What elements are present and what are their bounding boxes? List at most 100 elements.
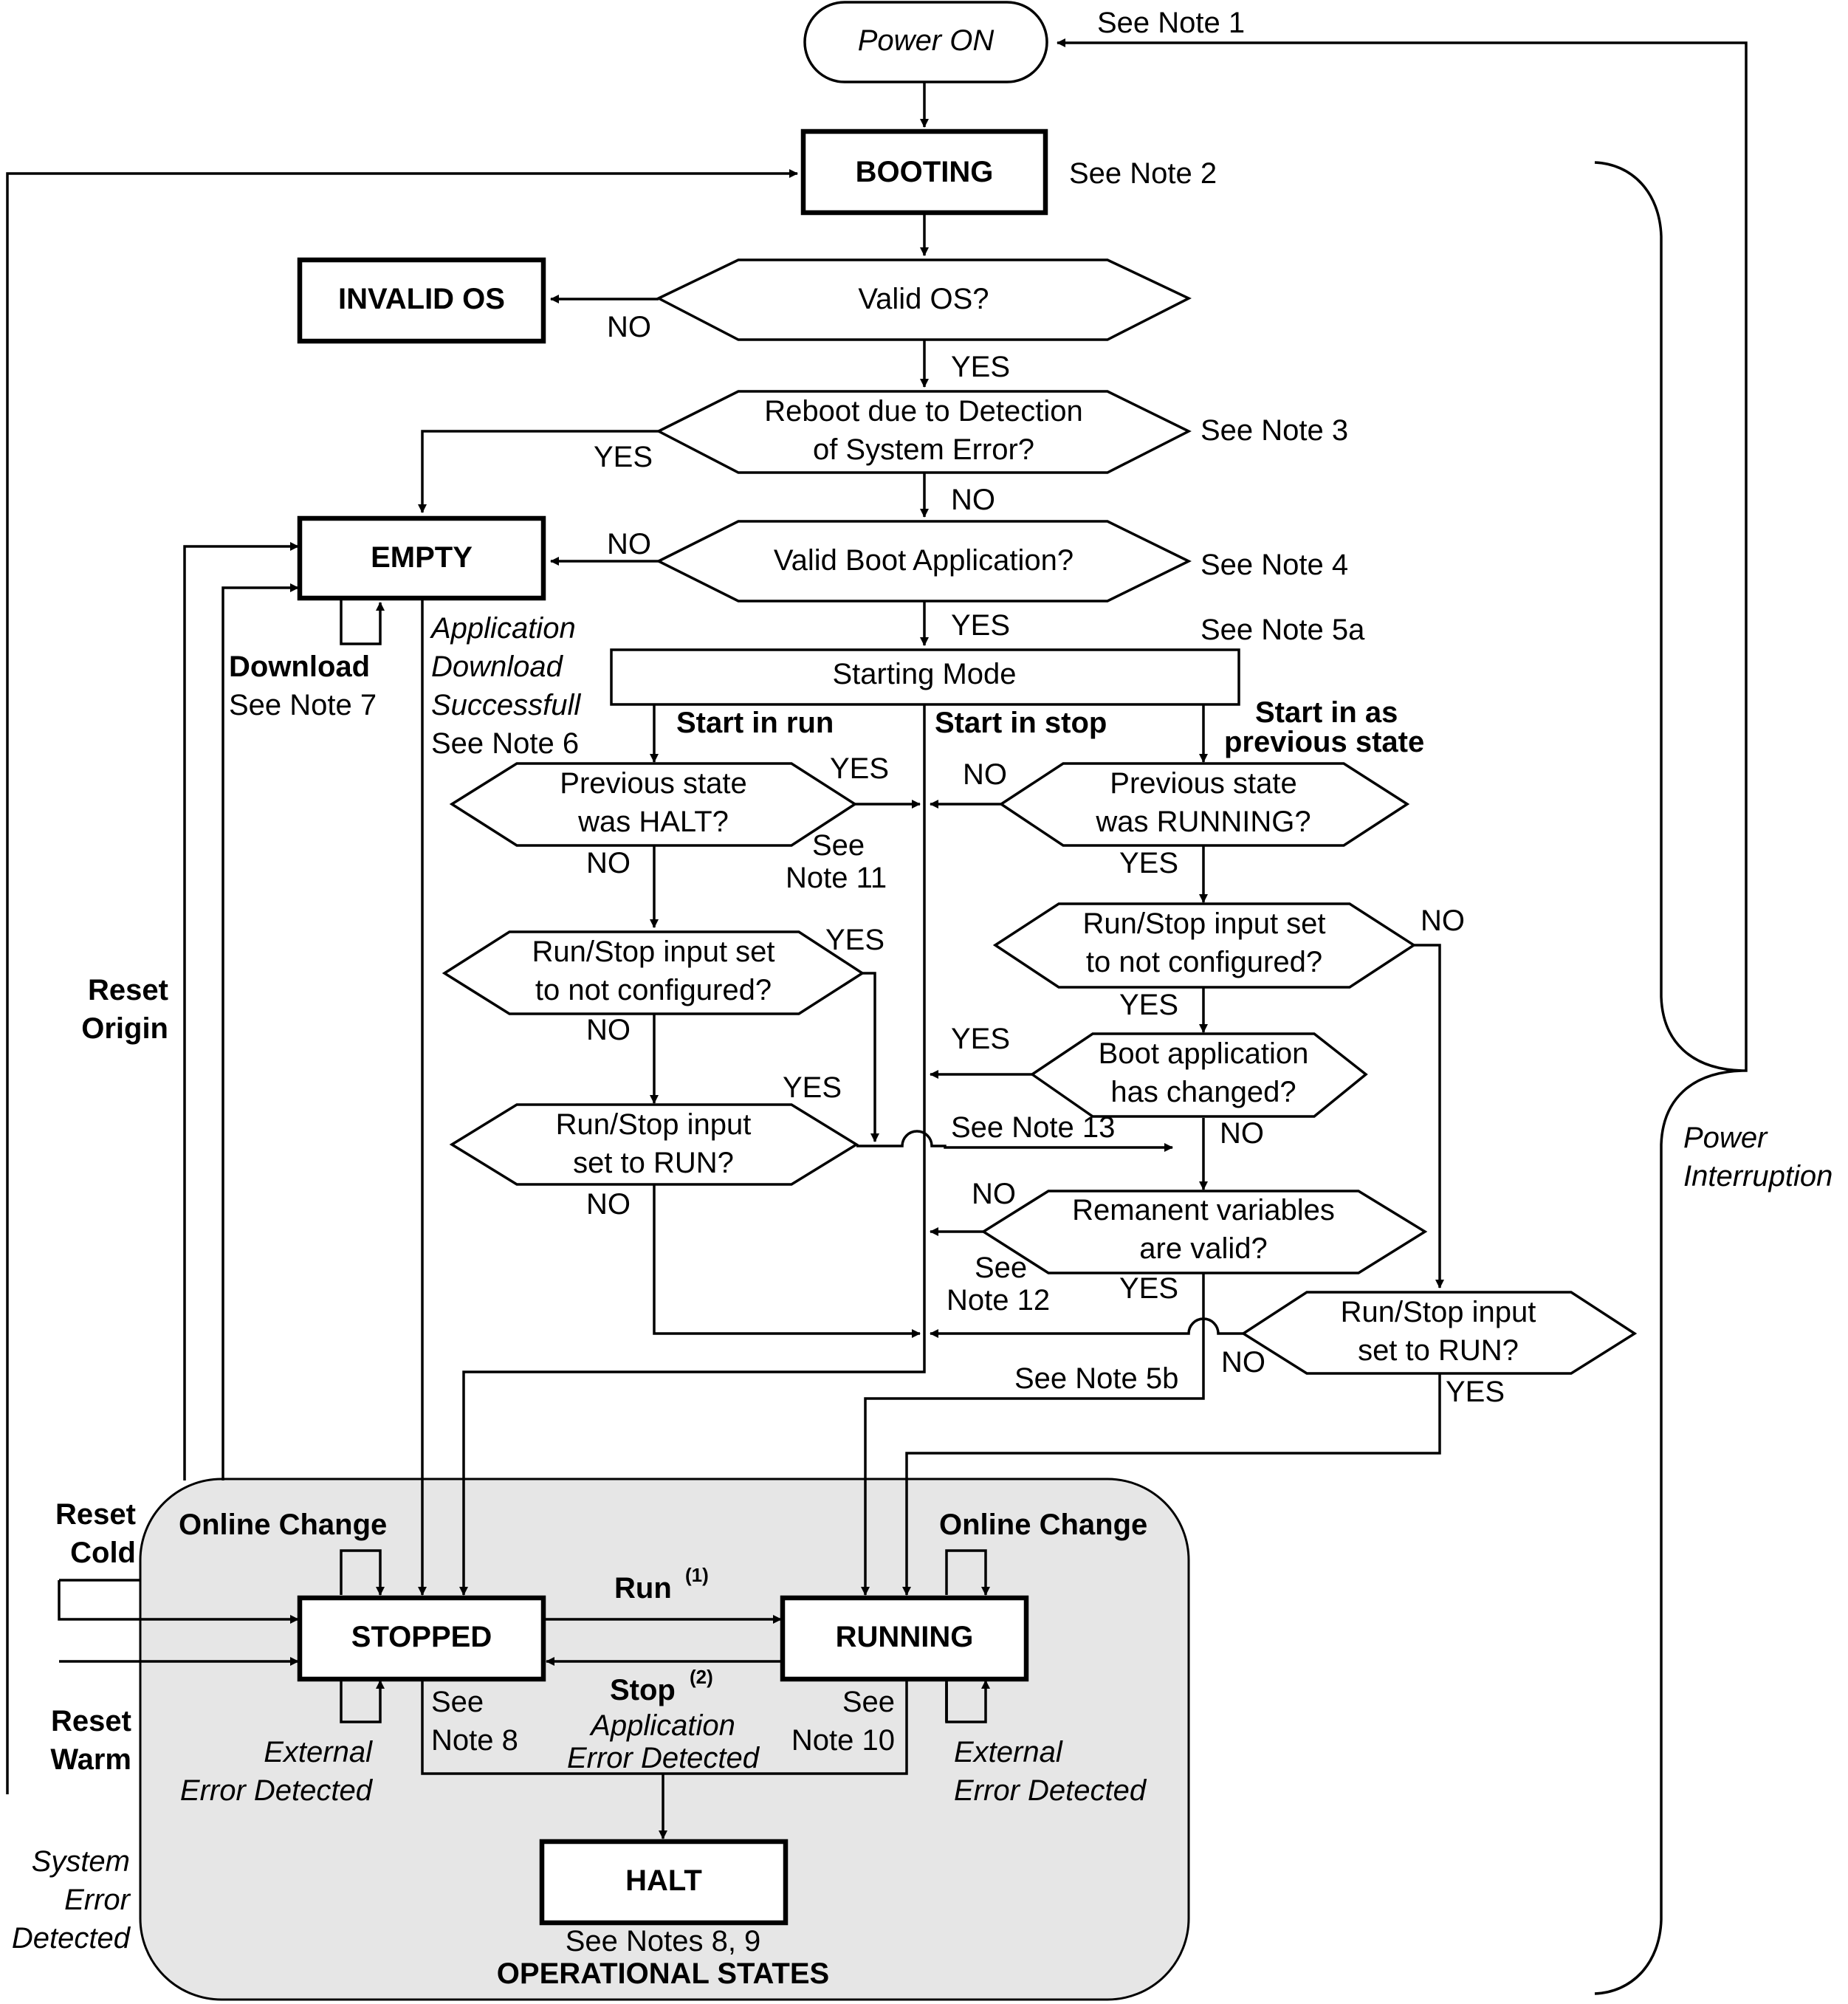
app-dl-label-3: Successfull bbox=[431, 689, 581, 721]
reset-warm-label-2: Warm bbox=[50, 1743, 131, 1776]
empty-state bbox=[297, 515, 546, 601]
rs-run-right-decision bbox=[1240, 1291, 1638, 1375]
no-label-rs-notconf-left: NO bbox=[586, 1014, 631, 1046]
reboot-decision bbox=[656, 390, 1192, 474]
start-in-run-label: Start in run bbox=[676, 707, 834, 739]
see-note-10-label-2: Note 10 bbox=[791, 1724, 895, 1757]
app-err-label-1: Application bbox=[589, 1709, 735, 1742]
rs-notconf-left-label-1: Run/Stop input set bbox=[532, 936, 774, 968]
no-label-remanent: NO bbox=[972, 1178, 1016, 1210]
boot-changed-label-2: has changed? bbox=[1110, 1076, 1296, 1108]
prev-halt-label-2: was HALT? bbox=[577, 806, 729, 838]
yes-label-remanent: YES bbox=[1119, 1272, 1178, 1305]
yes-label-prev-halt: YES bbox=[830, 752, 889, 785]
see-note-11-label-2: Note 11 bbox=[786, 862, 887, 894]
running-label: RUNNING bbox=[836, 1621, 974, 1653]
halt-label: HALT bbox=[625, 1864, 702, 1897]
reset-cold-label-2: Cold bbox=[70, 1537, 136, 1569]
reboot-label-1: Reboot due to Detection bbox=[764, 395, 1082, 428]
start-in-stop-label: Start in stop bbox=[935, 707, 1107, 739]
see-note-11-label-1: See bbox=[812, 829, 865, 862]
starting-mode-label: Starting Mode bbox=[832, 658, 1016, 690]
no-label-prev-running: NO bbox=[963, 758, 1007, 791]
no-label-prev-halt: NO bbox=[586, 847, 631, 879]
rs-run-left-decision bbox=[449, 1103, 859, 1186]
stop-sup-label: (2) bbox=[690, 1666, 713, 1688]
reset-origin-label-2: Origin bbox=[81, 1012, 168, 1045]
see-note-10-label-1: See bbox=[842, 1686, 895, 1718]
power-on-label: Power ON bbox=[858, 24, 995, 57]
halt-state bbox=[539, 1839, 789, 1926]
reboot-label-2: of System Error? bbox=[813, 433, 1034, 466]
stopped-state bbox=[297, 1595, 546, 1682]
running-state bbox=[780, 1595, 1029, 1682]
yes-label-rs-run-right: YES bbox=[1446, 1376, 1505, 1408]
rs-notconf-right-label-2: to not configured? bbox=[1086, 946, 1322, 978]
see-note-5b-label: See Note 5b bbox=[1014, 1362, 1178, 1395]
download-label: Download bbox=[229, 651, 370, 683]
valid-boot-label: Valid Boot Application? bbox=[774, 544, 1074, 577]
sys-err-label-1: System bbox=[32, 1845, 130, 1878]
rs-run-left-label-1: Run/Stop input bbox=[556, 1108, 752, 1141]
no-label-reboot: NO bbox=[951, 484, 995, 516]
ext-err-right-label-1: External bbox=[954, 1736, 1063, 1768]
power-interruption-brace bbox=[1594, 161, 1743, 1995]
app-dl-label-2: Download bbox=[431, 651, 564, 683]
yes-label-prev-running: YES bbox=[1119, 847, 1178, 879]
connector-lines bbox=[6, 38, 1748, 1839]
no-label-rs-notconf-right: NO bbox=[1421, 905, 1465, 937]
no-label-valid-os: NO bbox=[607, 311, 651, 343]
yes-label-rs-run-left: YES bbox=[783, 1071, 842, 1104]
empty-label: EMPTY bbox=[371, 541, 473, 574]
online-change-right-label: Online Change bbox=[939, 1509, 1147, 1541]
power-on-terminal bbox=[803, 1, 1048, 83]
yes-label-valid-os: YES bbox=[951, 351, 1010, 383]
see-note-8-label-2: Note 8 bbox=[431, 1724, 518, 1757]
see-note-5a-label: See Note 5a bbox=[1200, 614, 1365, 646]
remanent-label-1: Remanent variables bbox=[1072, 1194, 1335, 1226]
remanent-decision bbox=[980, 1190, 1428, 1274]
power-int-label-2: Interruption bbox=[1683, 1160, 1832, 1193]
run-sup-label: (1) bbox=[685, 1564, 709, 1586]
rs-run-right-label-2: set to RUN? bbox=[1358, 1334, 1519, 1367]
rs-run-right-label-1: Run/Stop input bbox=[1341, 1296, 1536, 1328]
start-prev-label-1: Start in as bbox=[1255, 696, 1398, 729]
yes-label-reboot: YES bbox=[594, 441, 653, 473]
boot-changed-label-1: Boot application bbox=[1099, 1037, 1309, 1070]
no-label-rs-run-right: NO bbox=[1221, 1346, 1265, 1379]
labels: Power ON See Note 1 BOOTING See Note 2 I… bbox=[12, 7, 1832, 1990]
no-label-valid-boot: NO bbox=[607, 528, 651, 560]
booting-state bbox=[800, 128, 1048, 216]
run-label: Run bbox=[614, 1572, 672, 1605]
prev-running-decision bbox=[998, 762, 1410, 847]
yes-label-rs-notconf-left: YES bbox=[825, 924, 885, 956]
prev-halt-label-1: Previous state bbox=[560, 767, 746, 800]
rs-notconf-left-label-2: to not configured? bbox=[535, 974, 772, 1006]
rs-notconf-right-decision bbox=[992, 902, 1417, 989]
see-note-8-label-1: See bbox=[431, 1686, 484, 1718]
no-label-boot-changed: NO bbox=[1220, 1117, 1264, 1150]
boot-changed-decision bbox=[1029, 1032, 1368, 1118]
see-note-13-label: See Note 13 bbox=[951, 1111, 1115, 1144]
see-note-6-label: See Note 6 bbox=[431, 727, 579, 760]
valid-os-decision bbox=[656, 258, 1192, 341]
yes-label-valid-boot: YES bbox=[951, 609, 1010, 642]
see-note-3-label: See Note 3 bbox=[1200, 414, 1348, 447]
valid-boot-decision bbox=[656, 520, 1192, 603]
rs-run-left-label-2: set to RUN? bbox=[573, 1147, 734, 1179]
see-notes-8-9-label: See Notes 8, 9 bbox=[566, 1925, 761, 1957]
start-prev-label-2: previous state bbox=[1224, 726, 1424, 758]
valid-os-label: Valid OS? bbox=[858, 283, 989, 315]
yes-label-boot-changed: YES bbox=[951, 1023, 1010, 1055]
sys-err-label-3: Detected bbox=[12, 1922, 131, 1955]
see-note-12-label-1: See bbox=[975, 1252, 1027, 1284]
reset-cold-label-1: Reset bbox=[55, 1498, 136, 1531]
no-label-rs-run-left: NO bbox=[586, 1188, 631, 1221]
ext-err-right-label-2: Error Detected bbox=[954, 1774, 1147, 1807]
reset-origin-label-1: Reset bbox=[88, 974, 168, 1006]
see-note-1-label: See Note 1 bbox=[1097, 7, 1245, 39]
rs-notconf-left-decision bbox=[442, 930, 865, 1015]
yes-label-rs-notconf-right: YES bbox=[1119, 989, 1178, 1021]
stopped-label: STOPPED bbox=[351, 1621, 492, 1653]
